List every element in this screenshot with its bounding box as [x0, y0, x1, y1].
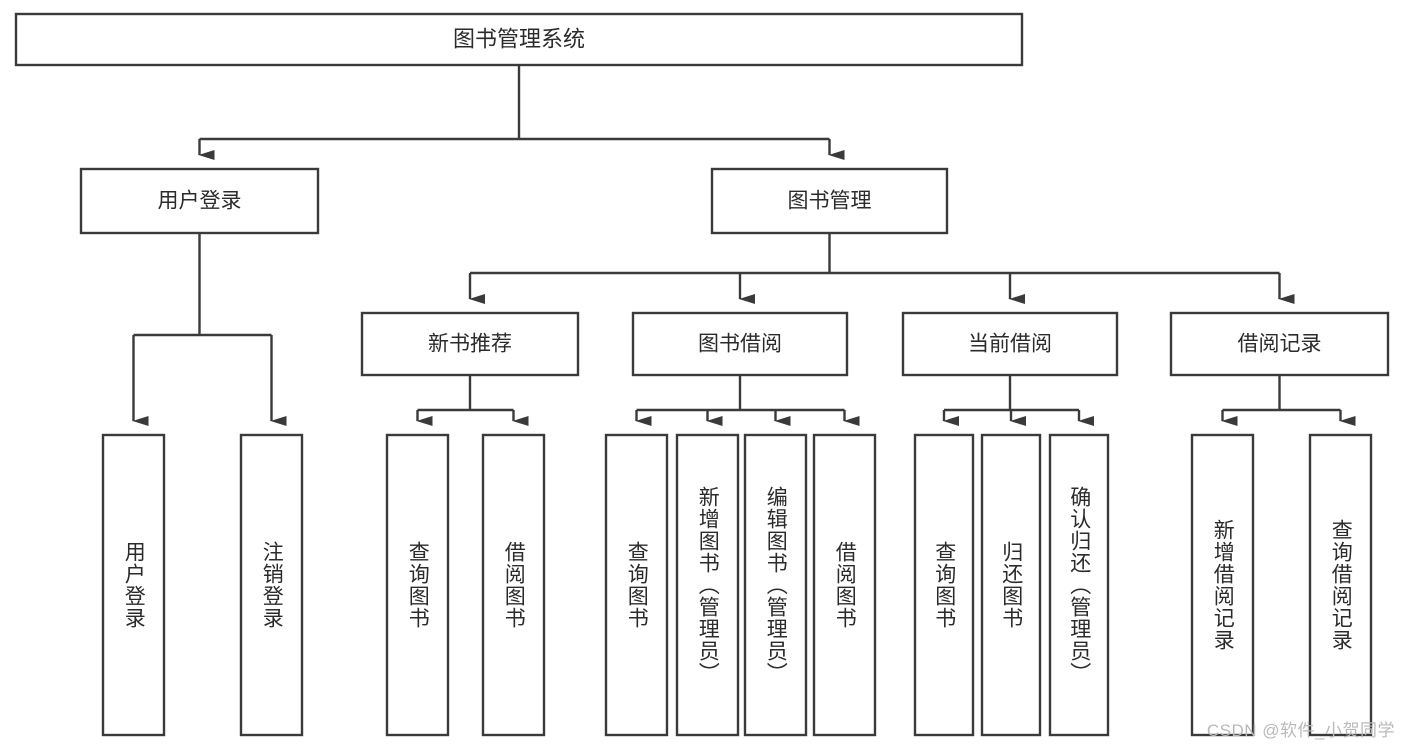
node-新增借阅记录-leaf-11[interactable] [1190, 433, 1255, 737]
node-借阅图书-leaf-3[interactable] [481, 433, 546, 737]
watermark: CSDN @软件_小贺同学 [1206, 721, 1395, 740]
node-用户登录-l2-label: 用户登录 [158, 190, 242, 213]
node-确认归还管理员-leaf-10[interactable] [1048, 433, 1110, 737]
node-归还图书-leaf-9[interactable] [980, 433, 1042, 737]
node-查询图书-leaf-2[interactable] [385, 433, 450, 737]
connector-layer [132, 65, 1356, 426]
node-图书借阅-l3-label: 图书借阅 [698, 333, 782, 356]
node-新增图书管理员-leaf-5[interactable] [675, 433, 740, 737]
node-新书推荐-l3[interactable] [360, 311, 580, 377]
node-当前借阅-l3-label: 当前借阅 [968, 333, 1052, 356]
node-当前借阅-l3[interactable] [901, 311, 1119, 377]
node-图书借阅-l3[interactable] [631, 311, 849, 377]
node-查询图书-leaf-4[interactable] [604, 433, 669, 737]
node-查询借阅记录-leaf-12[interactable] [1308, 433, 1373, 737]
node-注销登录-leaf-1[interactable] [239, 433, 304, 737]
node-新书推荐-l3-label: 新书推荐 [428, 333, 512, 356]
node-图书管理-l2-label: 图书管理 [788, 190, 872, 213]
node-借阅记录-l3[interactable] [1169, 311, 1390, 377]
node-图书管理系统-root[interactable] [14, 12, 1024, 67]
node-图书管理-l2[interactable] [710, 167, 949, 235]
node-编辑图书管理员-leaf-6[interactable] [743, 433, 808, 737]
node-图书管理系统-root-label: 图书管理系统 [453, 26, 585, 51]
node-用户登录-l2[interactable] [79, 167, 320, 235]
node-box-layer [14, 12, 1390, 737]
node-借阅图书-leaf-7[interactable] [812, 433, 877, 737]
node-用户登录-leaf-0[interactable] [101, 433, 166, 737]
node-借阅记录-l3-label: 借阅记录 [1238, 333, 1322, 356]
node-查询图书-leaf-8[interactable] [913, 433, 975, 737]
